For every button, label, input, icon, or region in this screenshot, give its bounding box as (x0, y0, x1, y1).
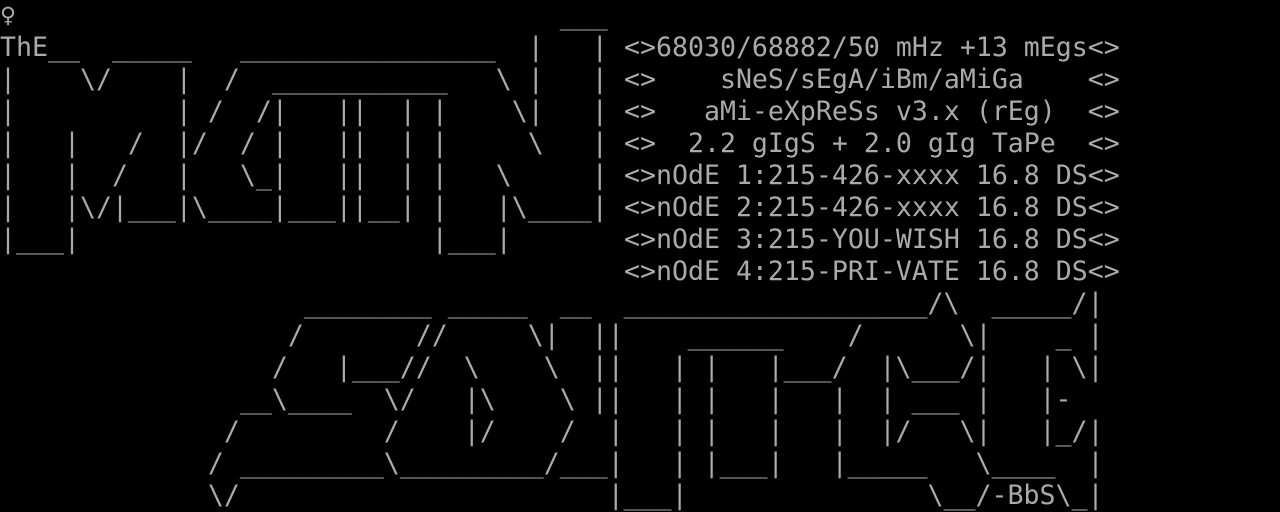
ascii-art-line: | | / | \_| || | | \ | (0, 160, 608, 191)
ascii-art-line: \/ |___| \__/-BbS\_| (0, 480, 1104, 511)
node-line: <>nOdE 1:215-426-xxxx 16.8 DS<> (624, 160, 1120, 191)
ascii-art-line: | | / /| || | | \| | (0, 96, 608, 127)
storage-line: <> 2.2 gIgS + 2.0 gIg TaPe <> (624, 128, 1120, 159)
ascii-art-line: | |\/|___|\____|___||__| | |\____| (0, 192, 608, 223)
ascii-art-line: ♀ ___ (0, 0, 608, 31)
ascii-art-line: ________ _____ __ ___________________/\ … (0, 288, 1104, 319)
node-line: <>nOdE 3:215-YOU-WISH 16.8 DS<> (624, 224, 1120, 255)
platforms-line: <> sNeS/sEgA/iBm/aMiGa <> (624, 64, 1120, 95)
node-line: <>nOdE 4:215-PRI-VATE 16.8 DS<> (624, 256, 1120, 287)
ascii-art-line: / // \| || ______ / \| _ | (0, 320, 1104, 351)
ascii-art-line: __\____ \/ |\ \ || | | | | | ___ | |- (0, 384, 1072, 415)
system-specs-line: <>68030/68882/50 mHz +13 mEgs<> (624, 32, 1120, 63)
node-line: <>nOdE 2:215-426-xxxx 16.8 DS<> (624, 192, 1120, 223)
ascii-art-line: | | / |/ / | || | | \ | (0, 128, 608, 159)
ascii-art-line: |___| |___| (0, 224, 512, 255)
ascii-art-line: ThE__ _____ ________________ | | (0, 32, 608, 63)
ascii-art-line: / |___// \ \ || | | |___/ |\___/| | \| (0, 352, 1104, 383)
ascii-art-line: / _________\_________/___| | |___| |____… (0, 448, 1104, 479)
ascii-art-line: | \/ | / ___________ \ | | (0, 64, 608, 95)
ascii-art-line: / / |/ / | | | | | |/ \| |_/| (0, 416, 1104, 447)
software-line: <> aMi-eXpReSs v3.x (rEg) <> (624, 96, 1120, 127)
